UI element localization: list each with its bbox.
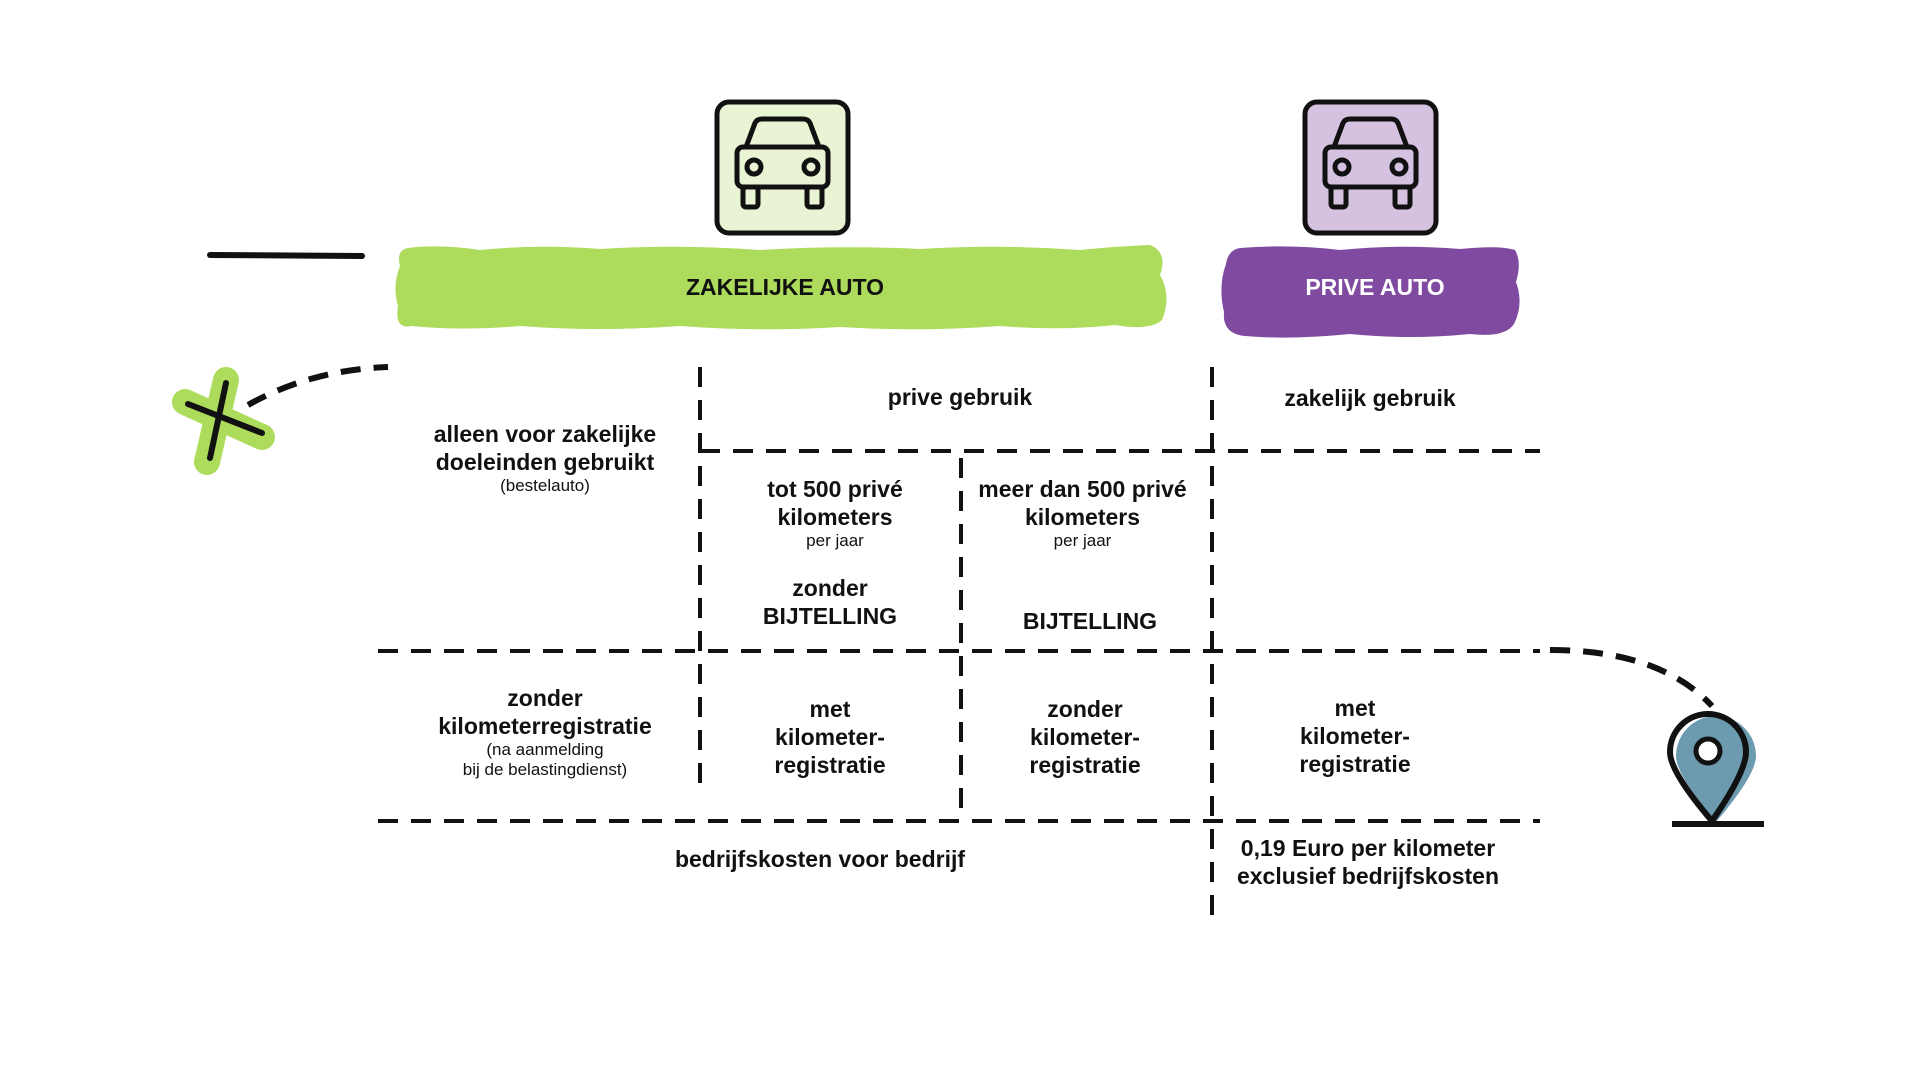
end-dashed-path [1549,647,1715,709]
private-car-label: PRIVE AUTO [1305,274,1445,300]
over-500-text: meer dan 500 privé kilometers [978,476,1187,531]
decorative-line [207,252,365,259]
over-500-note: per jaar [1053,531,1112,551]
table-grid [378,367,1540,918]
business-car-icon [714,99,851,236]
no-registration-note-2: bij de belastingdienst) [462,760,628,780]
without-registration-business: zonder kilometer-registratie [1029,696,1141,779]
business-only-cell: alleen voor zakelijke doeleinden gebruik… [400,420,690,496]
business-costs: bedrijfskosten voor bedrijf [674,846,966,872]
business-use-heading: zakelijk gebruik [1284,385,1456,411]
under-500-text: tot 500 privé kilometers [767,476,903,531]
with-registration-private: met kilometer-registratie [1299,695,1411,778]
private-banner [1221,246,1520,338]
under-500-note: per jaar [806,531,864,551]
private-car-icon [1302,99,1439,236]
private-costs: 0,19 Euro per kilometer exclusief bedrij… [1236,835,1500,890]
private-use-heading: prive gebruik [887,384,1033,410]
over-500-tax: BIJTELLING [1022,608,1158,634]
with-registration-business: met kilometer-registratie [774,696,886,779]
x-mark-icon [172,367,275,475]
under-500-cell: tot 500 privé kilometers per jaar [740,475,930,551]
over-500-cell: meer dan 500 privé kilometers per jaar [975,475,1190,551]
business-car-label: ZAKELIJKE AUTO [685,274,885,300]
business-banner [395,245,1167,330]
no-registration-text: zonder kilometerregistratie [438,685,652,740]
business-only-text: alleen voor zakelijke doeleinden gebruik… [433,421,657,476]
map-pin-icon [1667,711,1764,827]
no-registration-note-1: (na aanmelding [486,740,604,760]
business-only-note: (bestelauto) [500,476,590,496]
no-registration-cell: zonder kilometerregistratie (na aanmeldi… [400,684,690,781]
under-500-tax: zonder BIJTELLING [762,575,898,630]
start-dashed-path [246,364,389,408]
